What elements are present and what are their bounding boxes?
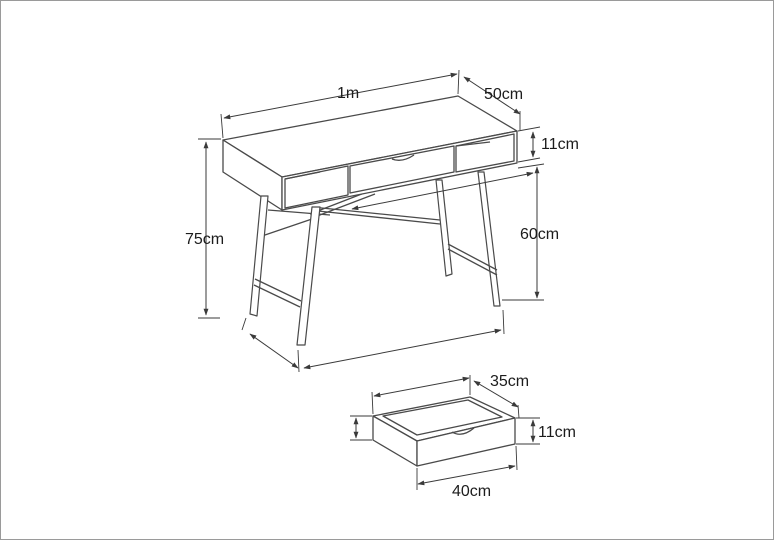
front-legs [249,195,321,346]
leg-height-label: 60cm [520,226,560,243]
drawer-depth-dimension-line [473,380,519,408]
desk-top [222,95,518,211]
bottom-width-dimension-line [303,328,502,370]
drawer-width-dimension-line [417,464,516,486]
desk-depth-label: 50cm [484,86,524,103]
inner-width-dimension-line [351,171,534,211]
dimension-lines-desk [198,69,545,373]
drawer-depth-label: 35cm [490,373,530,390]
back-legs [435,171,501,307]
drawer-drawing [372,396,516,467]
bottom-depth-dimension-line [249,333,299,369]
drawer-width-top-dimension-line [373,376,470,398]
depth-dimension-line [463,76,521,115]
shelf-height-label: 11cm [541,136,579,153]
drawer-height-label: 11cm [538,424,576,441]
desk-drawing [222,95,518,346]
width-dimension-line [223,72,458,120]
drawer-width-label: 40cm [452,483,492,500]
dimension-lines-drawer [350,375,540,490]
desk-height-label: 75cm [185,231,225,248]
desk-width-label: 1m [337,85,360,102]
